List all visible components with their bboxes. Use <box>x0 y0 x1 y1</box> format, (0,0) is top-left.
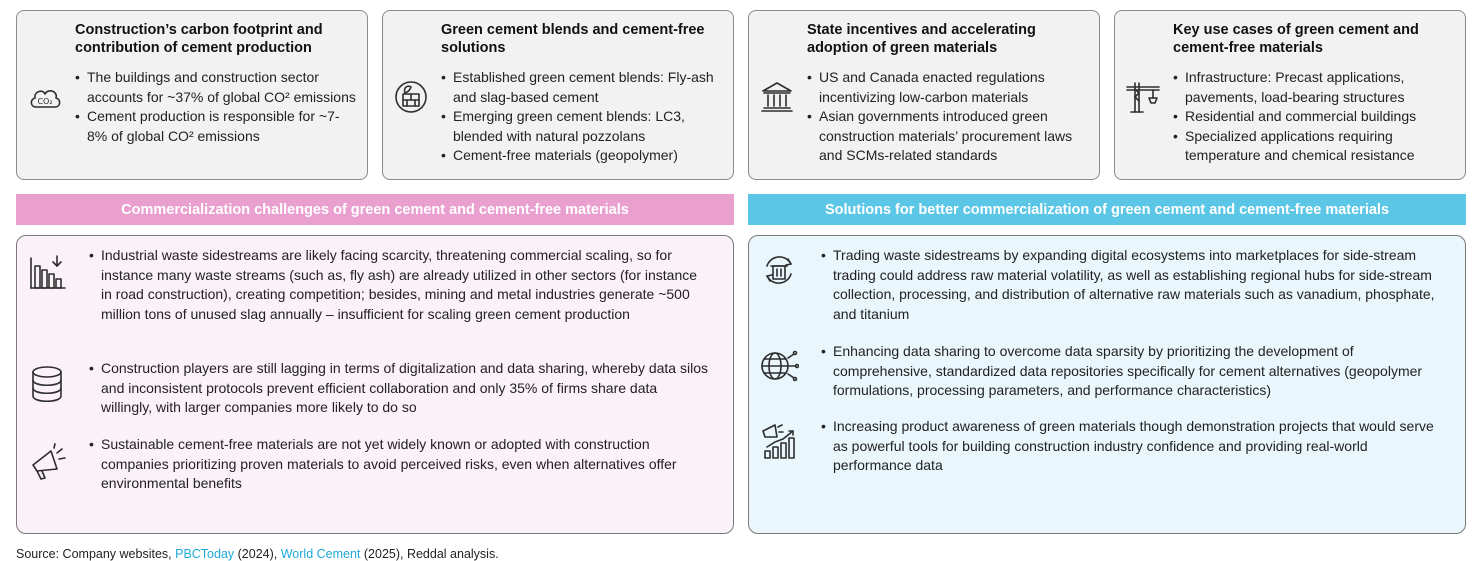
source-note: Source: Company websites, PBCToday (2024… <box>16 547 499 561</box>
card-bullets: Established green cement blends: Fly-ash… <box>441 68 725 166</box>
card-bullet: Cement production is responsible for ~7-… <box>75 107 359 146</box>
globe-network-icon <box>759 346 799 386</box>
card-green-cement-blends: Green cement blends and cement-free solu… <box>382 10 734 180</box>
source-prefix: Source: Company websites, <box>16 547 176 561</box>
solutions-banner: Solutions for better commercialization o… <box>748 194 1466 225</box>
megaphone-icon <box>27 443 67 483</box>
challenges-banner: Commercialization challenges of green ce… <box>16 194 734 225</box>
source-link-world-cement[interactable]: World Cement <box>280 547 361 561</box>
green-brick-icon <box>393 79 429 115</box>
card-bullet: Established green cement blends: Fly-ash… <box>441 68 725 107</box>
card-bullet: Asian governments introduced green const… <box>807 107 1091 166</box>
svg-text:CO₂: CO₂ <box>37 97 52 106</box>
card-bullet: Specialized applications requiring tempe… <box>1173 127 1457 166</box>
solution-text: Enhancing data sharing to overcome data … <box>821 342 1443 401</box>
card-key-use-cases: Key use cases of green cement and cement… <box>1114 10 1466 180</box>
card-bullet: The buildings and construction sector ac… <box>75 68 359 107</box>
challenges-panel: Industrial waste sidestreams are likely … <box>16 235 734 534</box>
solution-text: Trading waste sidestreams by expanding d… <box>821 246 1443 324</box>
recycling-trade-icon <box>759 250 799 290</box>
card-title: State incentives and accelerating adopti… <box>807 22 1036 56</box>
card-bullets: The buildings and construction sector ac… <box>75 68 359 146</box>
challenge-text: Construction players are still lagging i… <box>89 359 711 418</box>
government-building-icon <box>759 79 795 115</box>
card-bullet: Infrastructure: Precast applications, pa… <box>1173 68 1457 107</box>
solutions-panel: Trading waste sidestreams by expanding d… <box>748 235 1466 534</box>
challenge-text: Sustainable cement-free materials are no… <box>89 435 711 494</box>
source-link-pbctoday[interactable]: PBCToday <box>175 547 235 561</box>
construction-crane-icon <box>1125 79 1161 115</box>
source-mid: (2024), <box>234 547 281 561</box>
card-bullets: US and Canada enacted regulations incent… <box>807 68 1091 166</box>
challenge-text: Industrial waste sidestreams are likely … <box>89 246 711 324</box>
card-bullets: Infrastructure: Precast applications, pa… <box>1173 68 1457 166</box>
card-bullet: Cement-free materials (geopolymer) <box>441 146 725 166</box>
database-icon <box>27 364 67 404</box>
card-carbon-footprint: Construction’s carbon footprint and cont… <box>16 10 368 180</box>
card-title: Green cement blends and cement-free solu… <box>441 22 705 56</box>
card-state-incentives: State incentives and accelerating adopti… <box>748 10 1100 180</box>
solution-text: Increasing product awareness of green ma… <box>821 417 1443 476</box>
declining-bar-chart-icon <box>27 252 67 292</box>
source-suffix: (2025), Reddal analysis. <box>360 547 499 561</box>
card-bullet: US and Canada enacted regulations incent… <box>807 68 1091 107</box>
card-bullet: Emerging green cement blends: LC3, blend… <box>441 107 725 146</box>
card-title: Key use cases of green cement and cement… <box>1173 22 1419 56</box>
co2-cloud-icon: CO₂ <box>27 79 63 115</box>
megaphone-growth-chart-icon <box>759 421 799 461</box>
card-title: Construction’s carbon footprint and cont… <box>75 22 323 56</box>
card-bullet: Residential and commercial buildings <box>1173 107 1457 127</box>
